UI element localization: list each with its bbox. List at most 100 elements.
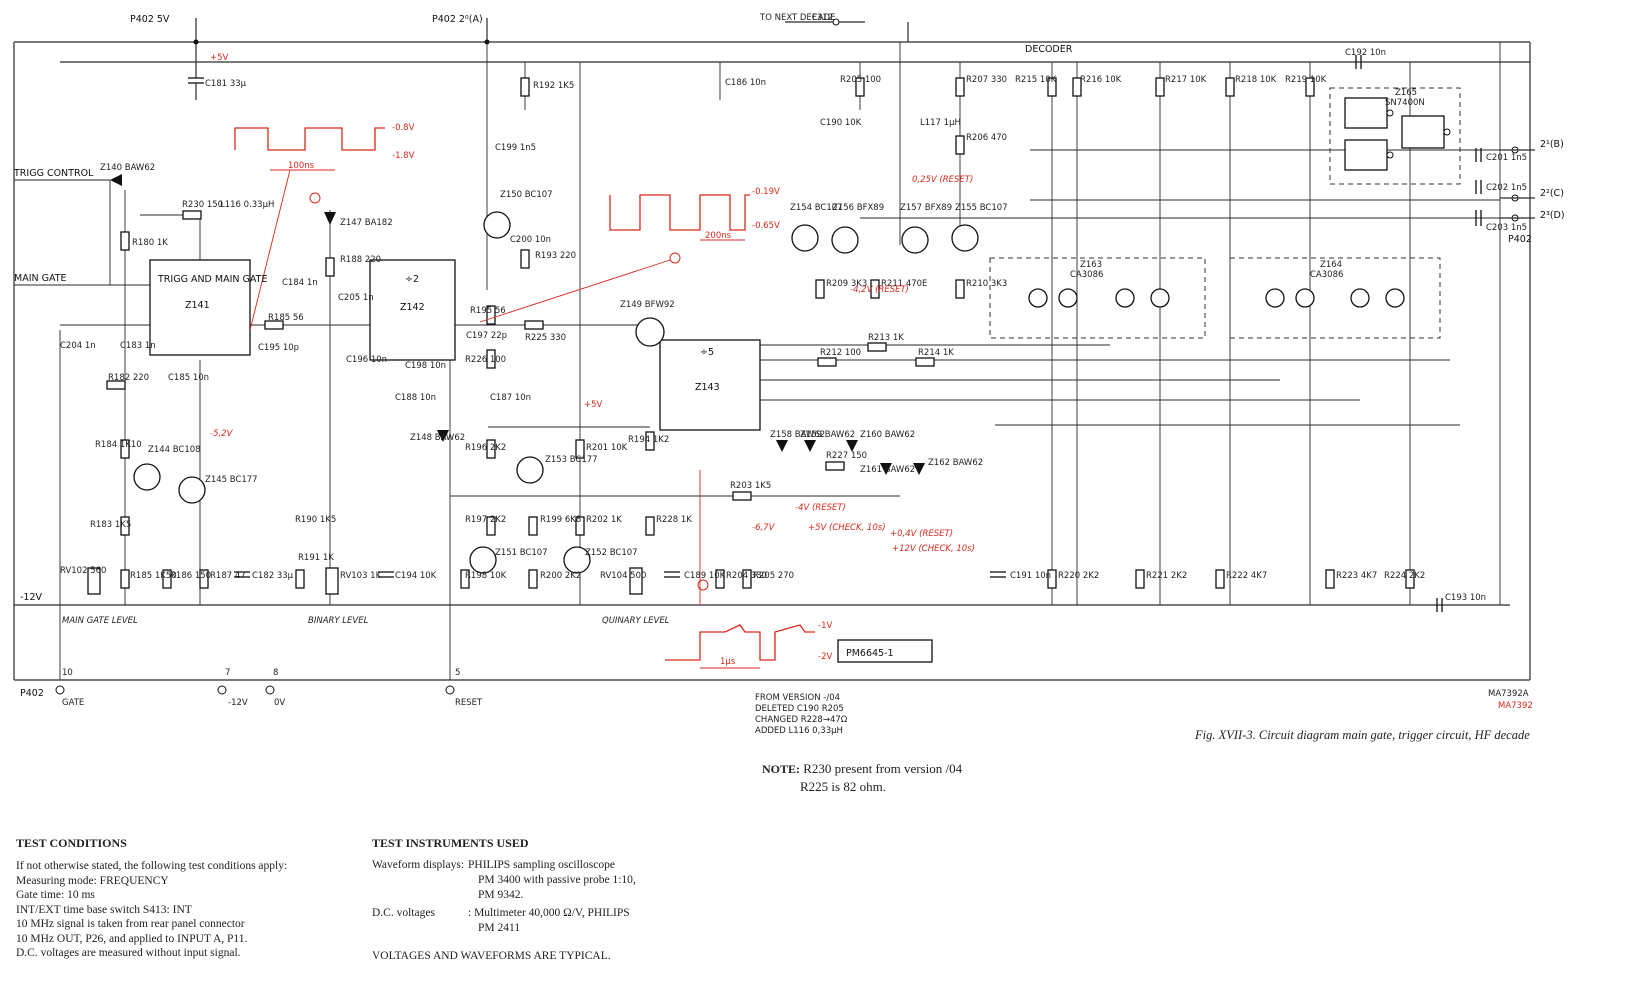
label-c187: C187 10n	[490, 393, 531, 403]
z141-name: Z141	[185, 300, 210, 311]
annot-v52: -5,2V	[210, 429, 234, 439]
label-r223: R223 4K7	[1336, 571, 1377, 581]
annot-v065: -0.65V	[752, 221, 780, 231]
figure-caption: Fig. XVII-3. Circuit diagram main gate, …	[1195, 728, 1530, 742]
waveform-3	[665, 624, 815, 669]
label-z148: Z148 BAW62	[410, 433, 465, 443]
label-z145: Z145 BC177	[205, 475, 258, 485]
label-z152: Z152 BC107	[585, 548, 638, 558]
quinary-level-label: QUINARY LEVEL	[602, 616, 670, 626]
level-labels: MAIN GATE LEVEL BINARY LEVEL QUINARY LEV…	[62, 616, 670, 626]
test-instruments-heading: TEST INSTRUMENTS USED	[372, 836, 529, 850]
label-c188: C188 10n	[395, 393, 436, 403]
label-rv102: RV102 560	[60, 566, 106, 576]
note-block: NOTE: R230 present from version /04 R225…	[762, 760, 962, 795]
label-r198: R198 10K	[465, 571, 507, 581]
label-r182: R182 220	[108, 373, 149, 383]
label-r227: R227 150	[826, 451, 867, 461]
version-note: FROM VERSION -/04 DELETED C190 R205 CHAN…	[755, 693, 848, 736]
label-c186: C186 10n	[725, 78, 766, 88]
annot-v67: -6,7V	[752, 523, 776, 533]
label-r225: R225 330	[525, 333, 566, 343]
annot-100ns: 100ns	[288, 161, 315, 171]
label-r209: R209 3K3	[826, 279, 867, 289]
label-r193: R193 220	[535, 251, 576, 261]
label-r216: R216 10K	[1080, 75, 1122, 85]
pin10-label: 10	[62, 668, 73, 678]
bottom-p402-label: P402	[20, 688, 44, 699]
label-r226: R226 100	[465, 355, 506, 365]
capacitor-c181	[188, 62, 204, 100]
annot-v12check: +12V (CHECK, 10s)	[892, 544, 975, 554]
label-z147: Z147 BA182	[340, 218, 393, 228]
decoder-label: DECODER	[1025, 44, 1073, 55]
label-z157: Z157 BFX89	[900, 203, 952, 213]
label-r220: R220 2K2	[1058, 571, 1099, 581]
transistors	[133, 211, 979, 574]
label-c181: C181 33µ	[205, 79, 247, 89]
label-r230: R230 150	[182, 200, 223, 210]
test-conditions: TEST CONDITIONS If not otherwise stated,…	[16, 836, 287, 961]
main-gate-level-label: MAIN GATE LEVEL	[62, 616, 138, 626]
label-r219: R219 10K	[1285, 75, 1327, 85]
label-r217: R217 10K	[1165, 75, 1207, 85]
label-c205: C205 1n	[338, 293, 374, 303]
label-c184: C184 1n	[282, 278, 318, 288]
m12v-label: -12V	[228, 698, 248, 708]
trigg-control-label: TRIGG CONTROL	[13, 168, 94, 179]
label-r191: R191 1K	[298, 553, 334, 563]
dc-line: : Multimeter 40,000 Ω/V, PHILIPS	[468, 907, 630, 919]
note-line2: R225 is 82 ohm.	[800, 779, 886, 794]
version-note-changed: CHANGED R228→47Ω	[755, 715, 848, 725]
label-r180: R180 1K	[132, 238, 168, 248]
out-p402-label: P402	[1508, 234, 1532, 245]
minus12v-label: -12V	[20, 592, 43, 603]
bottom-pin-connectors	[55, 685, 455, 695]
label-c193: C193 10n	[1445, 593, 1486, 603]
main-gate-label: MAIN GATE	[14, 273, 67, 284]
annot-v42: -4,2V (RESET)	[850, 285, 909, 295]
label-z151: Z151 BC107	[495, 548, 548, 558]
label-r186: R186 150	[170, 571, 211, 581]
test-conditions-line: 10 MHz signal is taken from rear panel c…	[16, 918, 245, 930]
label-z158: Z158 BAW62	[770, 430, 825, 440]
note-label: NOTE:	[762, 762, 801, 776]
label-c192: C192 10n	[1345, 48, 1386, 58]
dc-line: PM 2411	[478, 922, 521, 934]
label-r214: R214 1K	[918, 348, 954, 358]
test-conditions-line: 10 MHz OUT, P26, and applied to INPUT A,…	[16, 932, 248, 945]
version-note-title: FROM VERSION -/04	[755, 693, 840, 703]
label-c191: C191 10n	[1010, 571, 1051, 581]
waveform-displays-label: Waveform displays:	[372, 859, 465, 871]
label-r205: R205 100	[840, 75, 881, 85]
test-conditions-line: INT/EXT time base switch S413: INT	[16, 903, 192, 916]
label-c189: C189 10K	[684, 571, 726, 581]
waveform-line: PHILIPS sampling oscilloscope	[468, 859, 615, 871]
annot-v025: 0,25V (RESET)	[912, 175, 973, 185]
label-z150: Z150 BC107	[500, 190, 553, 200]
label-rv103: RV103 1K	[340, 571, 382, 581]
z163-name: Z163	[1080, 260, 1102, 270]
f312-label: F312	[812, 13, 833, 23]
label-c183: C183 1n	[120, 341, 156, 351]
annot-v5: +5V	[584, 400, 603, 410]
label-z149: Z149 BFW92	[620, 300, 675, 310]
dc-voltages-label: D.C. voltages	[372, 907, 435, 919]
version-note-added: ADDED L116 0,33µH	[755, 726, 843, 736]
red-probe-markers	[309, 192, 709, 591]
label-r188: R188 220	[340, 255, 381, 265]
p402-20a-label: P402 2⁰(A)	[432, 14, 483, 25]
supply-nodes	[193, 18, 909, 62]
label-l117: L117 1µH	[920, 118, 961, 128]
label-r184: R184 1K10	[95, 440, 142, 450]
label-r187: R187 47	[210, 571, 246, 581]
label-c195: C195 10p	[258, 343, 299, 353]
label-z144: Z144 BC108	[148, 445, 201, 455]
label-r213: R213 1K	[868, 333, 904, 343]
z142-name: Z142	[400, 302, 425, 313]
plus5v-label: +5V	[210, 53, 229, 63]
label-r215: R215 10K	[1015, 75, 1057, 85]
z164-type: CA3086	[1310, 270, 1343, 280]
z165-name: Z165	[1395, 88, 1417, 98]
